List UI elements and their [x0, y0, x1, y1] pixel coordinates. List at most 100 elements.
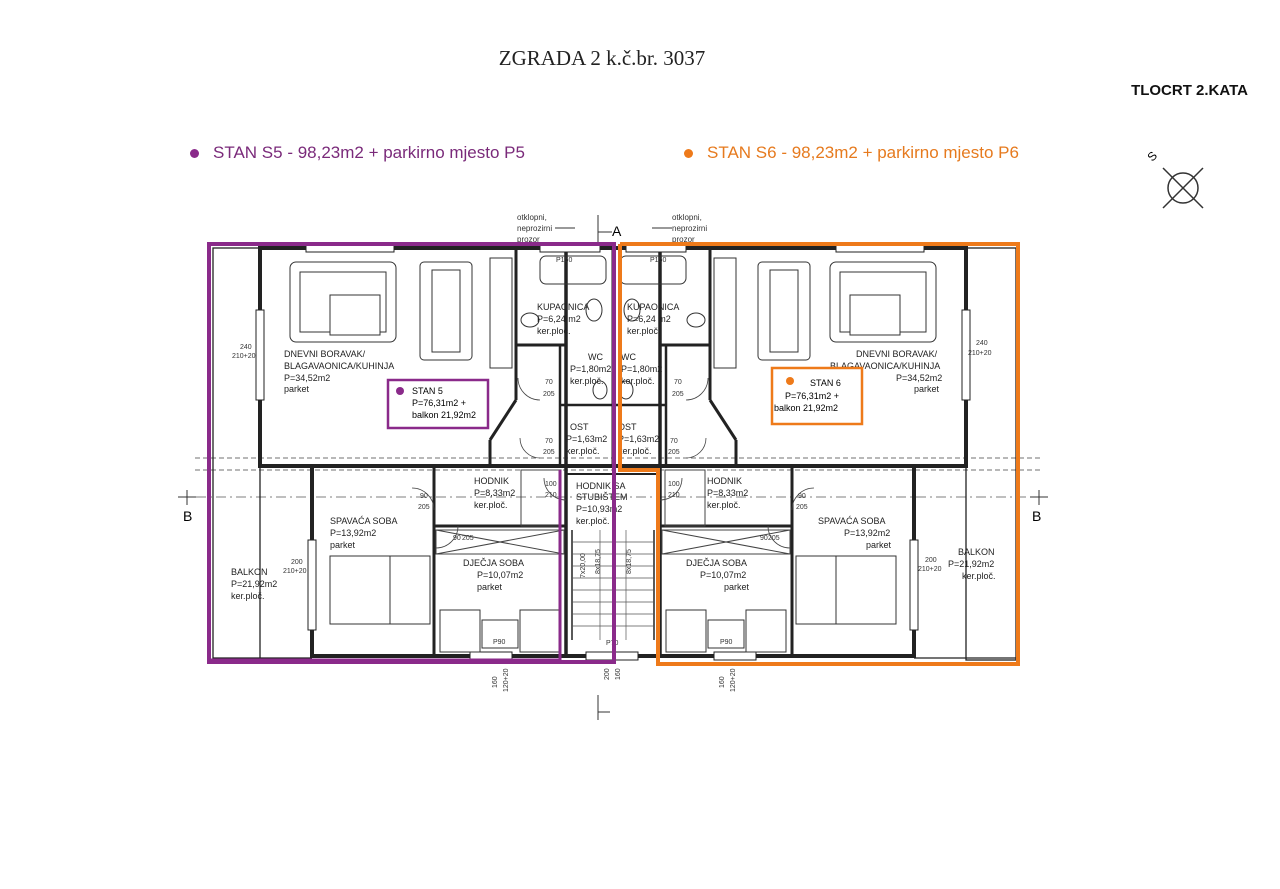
note-line: prozor — [672, 235, 695, 244]
dim-label: 70 — [545, 379, 553, 386]
unit-s6-area: P=76,31m2 + — [785, 391, 839, 401]
note-line: neprozirni — [517, 224, 552, 233]
room-living-floor: parket — [914, 384, 940, 394]
north-arrow-icon: S — [1145, 149, 1204, 209]
dim-label: 210 — [545, 492, 557, 499]
dim-label: 205 — [796, 504, 808, 511]
legend-s6-dot — [684, 148, 693, 158]
room-balcony-floor: ker.ploč. — [962, 571, 996, 581]
room-bed-floor: parket — [866, 540, 892, 550]
room-kids-area: P=10,07m2 — [477, 570, 523, 580]
room-stair-label: STUBIŠTEM — [576, 492, 628, 502]
room-bath-floor: ker.ploč. — [537, 326, 571, 336]
room-wc-floor: ker.ploč. — [570, 376, 604, 386]
unit-s5-name: STAN 5 — [412, 386, 443, 396]
note-line: neprozirni — [672, 224, 707, 233]
dim-label: 160 — [492, 676, 499, 688]
room-hall-label: HODNIK — [707, 476, 742, 486]
room-hall-area: P=8,33m2 — [707, 488, 748, 498]
note-line: otklopni, — [517, 213, 547, 222]
room-balcony-area: P=21,92m2 — [231, 579, 277, 589]
room-stair-label: HODNIK SA — [576, 481, 626, 491]
dim-label: 205 — [462, 535, 474, 542]
legend-s5: STAN S5 - 98,23m2 + parkirno mjesto P5 — [190, 143, 525, 163]
room-living-label: DNEVNI BORAVAK/ — [856, 349, 938, 359]
dim-label: 240 — [976, 340, 988, 347]
room-wc-area: P=1,80m2 — [621, 364, 662, 374]
note-line: otklopni, — [672, 213, 702, 222]
furniture — [289, 255, 937, 653]
room-wc-floor: ker.ploč. — [621, 376, 655, 386]
dim-label: 205 — [543, 449, 555, 456]
dim-label: 90 — [798, 493, 806, 500]
room-hall-label: HODNIK — [474, 476, 509, 486]
room-hall-floor: ker.ploč. — [474, 500, 508, 510]
dim-label: 210+20 — [283, 568, 307, 575]
dim-label: 70 — [674, 379, 682, 386]
dim-label: 90 — [453, 535, 461, 542]
room-ost-area: P=1,63m2 — [566, 434, 607, 444]
dim-label: 210+20 — [968, 350, 992, 357]
unit-s5-balcony: balkon 21,92m2 — [412, 410, 476, 420]
unit-s6-name: STAN 6 — [810, 378, 841, 388]
legend-s6: STAN S6 - 98,23m2 + parkirno mjesto P6 — [684, 143, 1019, 163]
dim-label: 205 — [668, 449, 680, 456]
room-living-area: P=34,52m2 — [284, 373, 330, 383]
dim-label: P90 — [493, 639, 506, 646]
room-wc-label: WC — [621, 352, 636, 362]
dim-label: 160 — [719, 676, 726, 688]
dim-label: 205 — [768, 535, 780, 542]
unit-s6-balcony: balkon 21,92m2 — [774, 403, 838, 413]
room-wc-area: P=1,80m2 — [570, 364, 611, 374]
dim-label: 200 — [291, 559, 303, 566]
room-bath-floor: ker.ploč. — [627, 326, 661, 336]
section-a-label: A — [612, 223, 622, 239]
dim-label: 200 — [604, 668, 611, 680]
room-living-label: BLAGAVAONICA/KUHINJA — [284, 361, 394, 371]
room-living-area: P=34,52m2 — [896, 373, 942, 383]
dim-label: 160 — [615, 668, 622, 680]
stair-dim-3: 8x18,75 — [626, 549, 633, 574]
rooms-s6: DNEVNI BORAVAK/ BLAGAVAONICA/KUHINJA P=3… — [618, 302, 996, 592]
room-bed-label: SPAVAĆA SOBA — [818, 516, 886, 526]
room-living-floor: parket — [284, 384, 310, 394]
dim-label: 205 — [418, 504, 430, 511]
dim-label: 205 — [543, 391, 555, 398]
unit-s5-outline — [207, 242, 616, 664]
dim-label: 210+20 — [232, 353, 256, 360]
window-note-left: otklopni, neprozirni prozor — [517, 213, 552, 244]
dim-label: P150 — [556, 257, 572, 264]
dim-label: 100 — [668, 481, 680, 488]
dim-label: 100 — [545, 481, 557, 488]
room-ost-floor: ker.ploč. — [618, 446, 652, 456]
unit-s5-callout: STAN 5 P=76,31m2 + balkon 21,92m2 — [386, 378, 490, 430]
dim-label: 120+20 — [503, 668, 510, 692]
room-living-label: BLAGAVAONICA/KUHINJA — [830, 361, 940, 371]
room-balcony-label: BALKON — [231, 567, 268, 577]
page-title: ZGRADA 2 k.č.br. 3037 — [498, 46, 706, 70]
room-stairwell: HODNIK SA STUBIŠTEM P=10,93m2 ker.ploč. — [576, 481, 628, 526]
room-kids-floor: parket — [477, 582, 503, 592]
room-kids-label: DJEČJA SOBA — [463, 558, 524, 568]
room-stair-area: P=10,93m2 — [576, 504, 622, 514]
dim-label: 70 — [670, 438, 678, 445]
dim-label: 120+20 — [730, 668, 737, 692]
room-bath-label: KUPAONICA — [537, 302, 589, 312]
floor-title: TLOCRT 2.KATA — [1131, 82, 1248, 99]
section-b-label-right: B — [1032, 508, 1041, 524]
unit-s6-callout: STAN 6 P=76,31m2 + balkon 21,92m2 — [770, 366, 864, 426]
unit-s6-outline — [618, 242, 1020, 666]
section-marker-b: B B — [178, 490, 1048, 524]
dim-label: 90 — [420, 493, 428, 500]
stair-dim-2: 8x18,75 — [595, 549, 602, 574]
dim-label: 70 — [545, 438, 553, 445]
section-b-label-left: B — [183, 508, 192, 524]
room-hall-area: P=8,33m2 — [474, 488, 515, 498]
dim-label: 200 — [925, 557, 937, 564]
dim-label: P90 — [720, 639, 733, 646]
room-bath-label: KUPAONICA — [627, 302, 679, 312]
window-note-right: otklopni, neprozirni prozor — [672, 213, 707, 244]
stair-dim-1: 7x20,00 — [580, 553, 587, 578]
room-bed-area: P=13,92m2 — [330, 528, 376, 538]
